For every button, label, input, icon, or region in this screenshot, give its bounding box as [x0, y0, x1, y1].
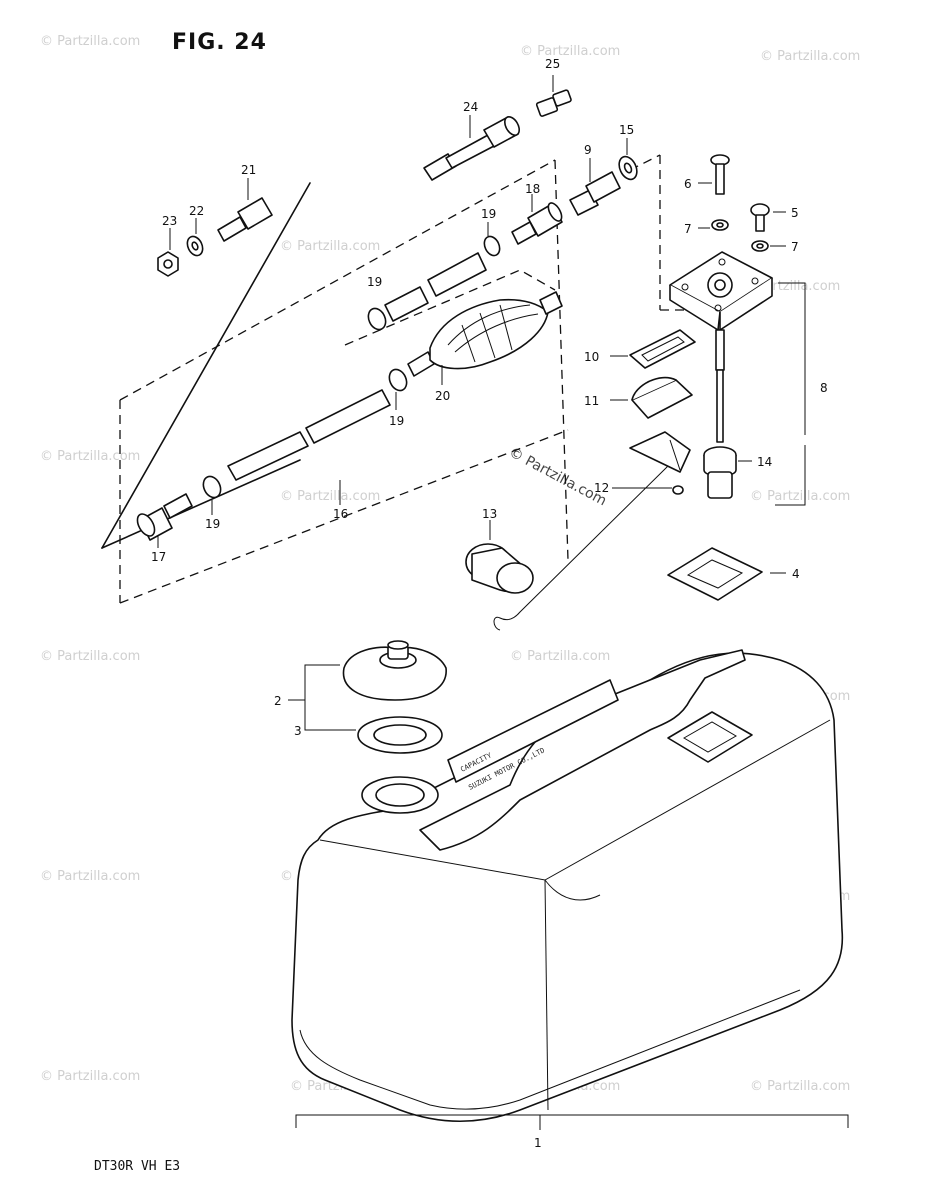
part-7-washer[interactable]: [751, 240, 786, 252]
watermark-text: © Partzilla.com: [40, 869, 140, 884]
callout-7: 7: [791, 240, 799, 254]
part-12-bracket[interactable]: [493, 431, 691, 631]
part-18-fitting[interactable]: [511, 194, 564, 245]
watermark-text: © Partzilla.com: [760, 49, 860, 64]
watermark-text: © Partzilla.com: [750, 489, 850, 504]
watermark-text: © Partzilla.com: [750, 1079, 850, 1094]
part-23-nut[interactable]: [157, 228, 179, 277]
part-25-fitting[interactable]: [535, 75, 572, 117]
watermark-text: © Partzilla.com: [40, 449, 140, 464]
callout-17: 17: [151, 550, 166, 564]
callout-23: 23: [162, 214, 177, 228]
callout-13: 13: [482, 507, 497, 521]
callout-20: 20: [435, 389, 450, 403]
part-8-gauge-head[interactable]: [669, 251, 806, 506]
part-19-clamp[interactable]: [200, 474, 224, 515]
callout-16: 16: [333, 507, 348, 521]
callout-labels: 1 2 3 4 5 6 7 7 8 9 10 11 12 13 14 15 16…: [151, 57, 828, 1150]
hose-short-upper[interactable]: [384, 252, 487, 322]
part-2-filler-cap[interactable]: [288, 640, 447, 701]
part-24-connector[interactable]: [423, 114, 522, 181]
figure-title: FIG. 24: [172, 30, 267, 55]
callout-9: 9: [584, 143, 592, 157]
callout-24: 24: [463, 100, 478, 114]
part-14-float[interactable]: [703, 446, 752, 499]
callout-6: 6: [684, 177, 692, 191]
part-6-screw[interactable]: [698, 154, 730, 195]
fuel-line-assembly-boundary: [101, 159, 569, 604]
callout-25: 25: [545, 57, 560, 71]
callout-10: 10: [584, 350, 599, 364]
part-3-seal[interactable]: [304, 700, 443, 754]
callout-19: 19: [205, 517, 220, 531]
callout-19: 19: [389, 414, 404, 428]
part-7-washer[interactable]: [698, 219, 729, 231]
part-4-gasket[interactable]: [667, 547, 786, 601]
watermark-brand: © Partzilla.com: [506, 444, 609, 509]
part-9-fitting[interactable]: [569, 158, 621, 216]
watermark-text: © Partzilla.com: [280, 239, 380, 254]
callout-11: 11: [584, 394, 599, 408]
callout-5: 5: [791, 206, 799, 220]
callout-18: 18: [525, 182, 540, 196]
part-19-clamp[interactable]: [365, 306, 389, 333]
part-21-fitting[interactable]: [217, 178, 273, 242]
part-11-cover[interactable]: [610, 376, 693, 419]
callout-15: 15: [619, 123, 634, 137]
part-15-washer[interactable]: [616, 138, 641, 182]
callout-22: 22: [189, 204, 204, 218]
part-19-clamp[interactable]: [481, 222, 502, 258]
callout-19: 19: [367, 275, 382, 289]
callout-14: 14: [757, 455, 772, 469]
callout-12: 12: [594, 481, 609, 495]
part-20-primer-bulb[interactable]: [407, 291, 563, 385]
model-code: DT30R VH E3: [94, 1159, 181, 1174]
watermark-text: © Partzilla.com: [280, 489, 380, 504]
watermark-text: © Partzilla.com: [40, 649, 140, 664]
part-10-gasket[interactable]: [610, 329, 696, 369]
callout-3: 3: [294, 724, 302, 738]
callout-4: 4: [792, 567, 800, 581]
part-5-screw[interactable]: [750, 203, 786, 232]
part-1-fuel-tank[interactable]: CAPACITY SUZUKI MOTOR CO.,LTD: [291, 649, 849, 1130]
callout-21: 21: [241, 163, 256, 177]
watermark-text: © Partzilla.com: [40, 34, 140, 49]
callout-2: 2: [274, 694, 282, 708]
watermark-text: © Partzilla.com: [40, 1069, 140, 1084]
part-13-drum[interactable]: [465, 520, 534, 594]
part-19-clamp[interactable]: [386, 367, 410, 410]
callout-7: 7: [684, 222, 692, 236]
part-16-hose[interactable]: [227, 389, 391, 505]
watermark-text: © Partzilla.com: [510, 649, 610, 664]
watermark-text: © Partzilla.com: [520, 44, 620, 59]
callout-8: 8: [820, 381, 828, 395]
callout-1: 1: [534, 1136, 542, 1150]
part-17-connector[interactable]: [134, 493, 193, 548]
callout-19: 19: [481, 207, 496, 221]
part-22-washer[interactable]: [184, 218, 205, 258]
